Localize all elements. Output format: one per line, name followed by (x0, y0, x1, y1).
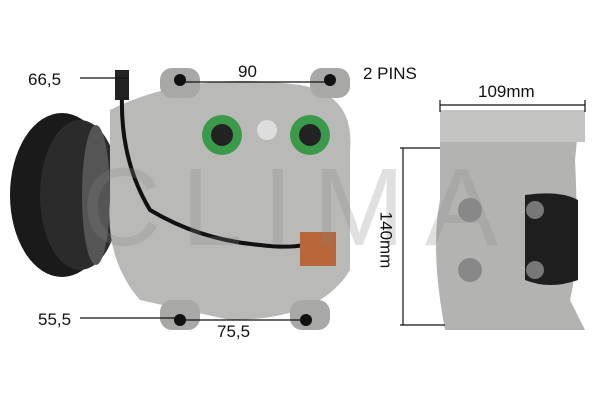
dim-side-height: 140mm (376, 211, 396, 269)
dim-side-width: 109mm (478, 82, 535, 101)
wire (119, 94, 321, 249)
dim-bottom-width: 75,5 (217, 322, 251, 341)
dim-top-left: 66,5 (28, 70, 62, 89)
dim-top-width: 90 (238, 62, 257, 81)
pins-label: 2 PINS (363, 64, 417, 83)
dimension-lines (80, 77, 586, 326)
compressor-body (109, 80, 351, 320)
connector (300, 232, 336, 266)
watermark: CLIMA (82, 146, 518, 269)
dim-bottom-left: 55,5 (38, 310, 72, 329)
